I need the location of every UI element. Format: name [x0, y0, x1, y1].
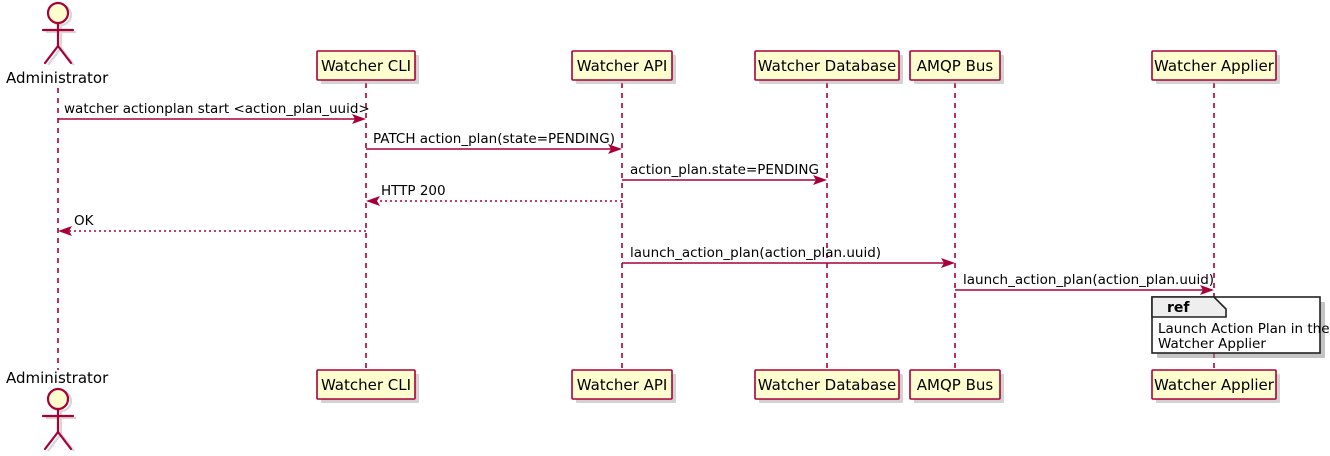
actor-administrator-bottom: Administrator — [6, 369, 109, 452]
arrow-head-icon-6 — [941, 258, 955, 268]
participant-boxes-top: Watcher CLI Watcher API Watcher Database… — [316, 50, 1280, 84]
actor-head-icon — [46, 1, 70, 25]
participant-box-watcher-api-bottom[interactable] — [571, 369, 673, 400]
ref-fragment-line-1: Launch Action Plan in the — [1158, 321, 1330, 337]
participant-box-amqp-bus-top[interactable] — [909, 50, 1001, 81]
participant-box-watcher-applier-bottom[interactable] — [1151, 369, 1277, 400]
message-launch-action-plan-api-to-bus: launch_action_plan(action_plan.uuid) — [622, 245, 955, 268]
message-watcher-actionplan-start: watcher actionplan start <action_plan_uu… — [58, 101, 370, 124]
arrow-head-icon-2 — [608, 144, 622, 154]
message-label-6: launch_action_plan(action_plan.uuid) — [630, 245, 881, 261]
participant-box-amqp-bus-bottom[interactable] — [909, 369, 1001, 400]
participant-watcher-cli-bottom[interactable]: Watcher CLI — [316, 369, 419, 403]
participant-box-watcher-database-bottom[interactable] — [754, 369, 900, 400]
ref-fragment-line-2: Watcher Applier — [1158, 336, 1266, 352]
message-label-4: HTTP 200 — [381, 183, 446, 199]
lifelines-group — [57, 83, 1215, 370]
participant-amqp-bus-top[interactable]: AMQP Bus — [909, 50, 1004, 84]
participant-label-watcher-database-top: Watcher Database — [758, 57, 896, 75]
message-http-200: HTTP 200 — [366, 183, 622, 206]
actor-label-administrator-top: Administrator — [6, 69, 109, 87]
arrow-head-icon-1 — [352, 114, 366, 124]
participant-watcher-database-bottom[interactable]: Watcher Database — [754, 369, 903, 403]
participant-label-amqp-bus-top: AMQP Bus — [917, 57, 994, 75]
message-label-3: action_plan.state=PENDING — [630, 162, 819, 178]
participant-label-watcher-applier-bottom: Watcher Applier — [1154, 376, 1275, 394]
participant-watcher-api-bottom[interactable]: Watcher API — [571, 369, 676, 403]
actor-head-icon-bottom — [46, 387, 70, 411]
participant-watcher-api-top[interactable]: Watcher API — [571, 50, 676, 84]
participant-label-watcher-applier-top: Watcher Applier — [1154, 57, 1275, 75]
arrow-head-icon-7 — [1200, 285, 1214, 295]
actor-right-leg-line — [56, 44, 73, 65]
actor-label-administrator-bottom: Administrator — [6, 369, 109, 387]
message-ok: OK — [58, 213, 366, 236]
participant-box-watcher-api-top[interactable] — [571, 50, 673, 81]
ref-fragment-launch-action-plan[interactable]: ref Launch Action Plan in the Watcher Ap… — [1151, 296, 1330, 358]
arrow-head-icon-4 — [366, 196, 380, 206]
participant-boxes-bottom: Watcher CLI Watcher API Watcher Database… — [316, 369, 1280, 403]
actor-right-leg-line-bottom — [56, 430, 73, 451]
participant-box-watcher-cli-top[interactable] — [316, 50, 416, 81]
actor-administrator-top: Administrator — [6, 1, 109, 87]
message-action-plan-state-pending: action_plan.state=PENDING — [622, 162, 827, 185]
participant-label-watcher-api-bottom: Watcher API — [577, 376, 668, 394]
actor-left-leg-line-bottom — [43, 430, 60, 451]
message-label-1: watcher actionplan start <action_plan_uu… — [64, 101, 370, 117]
participant-label-watcher-api-top: Watcher API — [577, 57, 668, 75]
participant-label-watcher-cli-top: Watcher CLI — [321, 57, 411, 75]
arrow-head-icon-5 — [58, 226, 72, 236]
participant-watcher-cli-top[interactable]: Watcher CLI — [316, 50, 419, 84]
arrow-head-icon-3 — [813, 175, 827, 185]
participant-watcher-database-top[interactable]: Watcher Database — [754, 50, 903, 84]
message-label-5: OK — [74, 213, 95, 229]
participant-box-watcher-cli-bottom[interactable] — [316, 369, 416, 400]
message-label-7: launch_action_plan(action_plan.uuid) — [963, 272, 1214, 288]
message-label-2: PATCH action_plan(state=PENDING) — [373, 131, 615, 147]
message-patch-action-plan: PATCH action_plan(state=PENDING) — [366, 131, 622, 154]
participant-watcher-applier-top[interactable]: Watcher Applier — [1151, 50, 1280, 84]
participant-watcher-applier-bottom[interactable]: Watcher Applier — [1151, 369, 1280, 403]
actor-shadow-bottom — [46, 389, 76, 452]
participant-box-watcher-applier-top[interactable] — [1151, 50, 1277, 81]
participant-label-watcher-cli-bottom: Watcher CLI — [321, 376, 411, 394]
actor-left-leg-line — [43, 44, 60, 65]
participant-label-watcher-database-bottom: Watcher Database — [758, 376, 896, 394]
participant-box-watcher-database-top[interactable] — [754, 50, 900, 81]
ref-fragment-tab-label: ref — [1167, 300, 1190, 316]
ref-fragment-tab — [1151, 296, 1227, 318]
participant-amqp-bus-bottom[interactable]: AMQP Bus — [909, 369, 1004, 403]
message-launch-action-plan-bus-to-applier: launch_action_plan(action_plan.uuid) — [955, 272, 1214, 295]
participant-label-amqp-bus-bottom: AMQP Bus — [917, 376, 994, 394]
